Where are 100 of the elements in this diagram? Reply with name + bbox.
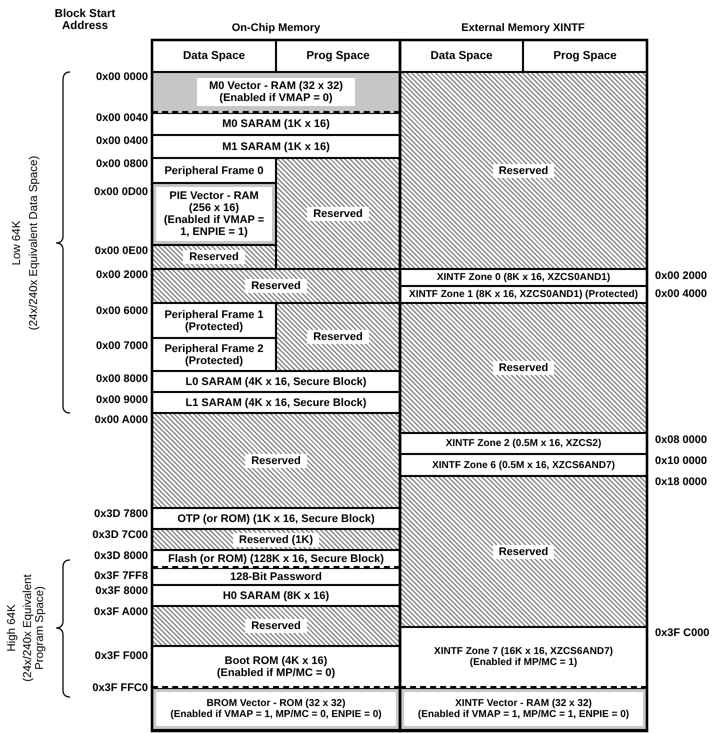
column-header [276, 40, 400, 72]
reserved-block [400, 72, 647, 269]
block-label: M1 SARAM (1K x 16) [222, 140, 330, 152]
address-label: 0x00 0000 [96, 71, 148, 83]
reserved-block [152, 245, 276, 269]
reserved-block [152, 413, 400, 508]
block-label: Reserved [245, 454, 307, 468]
brace-label: (24x/240x Equivalent Data Space) [28, 156, 40, 330]
memory-block [400, 286, 647, 303]
address-label: 0x00 0D00 [94, 186, 148, 198]
block-label: PIE Vector - RAM (256 x 16) [168, 190, 260, 214]
address-label: 0x3D 8000 [94, 550, 148, 562]
block-label: (Enabled if VMAP = 0) [219, 92, 333, 104]
column-header [400, 40, 523, 72]
address-label: 0x00 4000 [655, 288, 707, 300]
block-label: M0 SARAM (1K x 16) [222, 118, 330, 130]
memory-block [152, 646, 400, 688]
reserved-block [400, 476, 647, 627]
column-heading: On-Chip Memory [232, 22, 320, 34]
memory-block [152, 585, 400, 606]
reserved-block [152, 269, 400, 303]
block-label: XINTF Zone 1 (8K x 16, XZCS0AND1) (Protected) [409, 289, 638, 300]
block-label: (Enabled if VMAP = 1, ENPIE = 1) [162, 214, 266, 238]
block-label: Reserved [183, 250, 245, 264]
header-text: Data Space [430, 50, 492, 62]
address-label: 0x10 0000 [655, 455, 707, 467]
block-label: Reserved [492, 361, 554, 375]
address-label: 0x3F C000 [655, 627, 710, 639]
block-label: Reserved [307, 206, 369, 220]
reserved-block [276, 158, 400, 269]
block-label: Reserved (1K) [233, 532, 319, 546]
block-label: (Enabled if VMAP = 1, MP/MC = 0, ENPIE = 0) [170, 709, 382, 720]
address-label: 0x00 7000 [96, 340, 148, 352]
vector-block [152, 72, 400, 113]
memory-block [152, 158, 276, 183]
memory-block [152, 135, 400, 158]
address-label: 0x00 8000 [96, 373, 148, 385]
block-label: Reserved [307, 330, 369, 344]
memory-block [400, 627, 647, 688]
block-label: XINTF Zone 2 (0.5M x 16, XZCS2) [446, 438, 602, 449]
address-label: 0x3F F000 [94, 650, 148, 662]
block-label: BROM Vector - ROM (32 x 32) [206, 698, 346, 709]
address-label: 0x00 0400 [96, 135, 148, 147]
column-header [523, 40, 647, 72]
memory-block [152, 568, 400, 585]
address-label: 0x00 2000 [96, 269, 148, 281]
reserved-block [276, 303, 400, 371]
reserved-block [152, 529, 400, 550]
header-text: Prog Space [553, 50, 617, 62]
block-label: Peripheral Frame 2 (Protected) [163, 342, 265, 366]
memory-block [400, 454, 647, 476]
memory-block [400, 433, 647, 454]
address-label: 0x00 0E00 [94, 245, 148, 257]
address-label: 0x00 A000 [94, 414, 148, 426]
address-label: 0x00 2000 [655, 270, 707, 282]
memory-block [152, 303, 276, 338]
address-label: 0x08 0000 [655, 434, 707, 446]
address-label: 0x3F A000 [94, 606, 148, 618]
block-label: Peripheral Frame 0 [164, 164, 264, 176]
memory-block [152, 338, 276, 371]
block-label: M0 Vector - RAM (32 x 32) [209, 80, 343, 92]
block-label: Boot ROM (4K x 16) [224, 654, 328, 666]
brace-label: Low 64K [11, 220, 23, 266]
address-label: 0x3F 8000 [95, 585, 148, 597]
block-label: 128-Bit Password [230, 570, 322, 582]
block-label: Reserved [245, 279, 307, 293]
column-heading: External Memory XINTF [461, 22, 585, 34]
block-label: (Enabled if VMAP = 1, MP/MC = 1, ENPIE = 0) [418, 709, 630, 720]
memory-block [400, 269, 647, 286]
block-label: (Enabled if MP/MC = 0) [216, 666, 336, 678]
memory-block [152, 392, 400, 413]
address-label: 0x3F 7FF8 [94, 570, 148, 582]
address-label: 0x18 0000 [655, 476, 707, 488]
reserved-block [152, 606, 400, 646]
header-text: Prog Space [306, 50, 370, 62]
block-label: XINTF Vector - RAM (32 x 32) [455, 698, 592, 709]
block-label: L1 SARAM (4K x 16, Secure Block) [186, 396, 366, 408]
memory-block [152, 550, 400, 568]
block-label: L0 SARAM (4K x 16, Secure Block) [186, 376, 366, 388]
address-label: 0x3D 7C00 [92, 529, 148, 541]
address-label: 0x00 0800 [96, 158, 148, 170]
memory-block [152, 371, 400, 392]
block-label: Reserved [492, 544, 554, 558]
memory-block [152, 508, 400, 529]
column-header [152, 40, 276, 72]
address-label: 0x00 9000 [96, 394, 148, 406]
block-label: OTP (or ROM) (1K x 16, Secure Block) [177, 512, 375, 524]
address-label: 0x3F FFC0 [92, 682, 148, 694]
address-label: 0x3D 7800 [94, 508, 148, 520]
brace-label: (24x/240x Equivalent Program Space) [22, 573, 46, 684]
block-label: H0 SARAM (8K x 16) [222, 590, 330, 602]
block-label: Reserved [492, 164, 554, 178]
block-label: XINTF Zone 6 (0.5M x 16, XZCS6AND7) [432, 460, 615, 470]
memory-block [152, 113, 400, 135]
block-label: XINTF Zone 7 (16K x 16, XZCS6AND7) [434, 646, 613, 657]
block-label: Flash (or ROM) (128K x 16, Secure Block) [168, 552, 384, 564]
block-label: XINTF Zone 0 (8K x 16, XZCS0AND1) [436, 272, 610, 283]
column-heading: Block Start Address [54, 8, 116, 32]
block-label: Peripheral Frame 1 (Protected) [163, 308, 265, 332]
address-label: 0x00 0040 [96, 112, 148, 124]
